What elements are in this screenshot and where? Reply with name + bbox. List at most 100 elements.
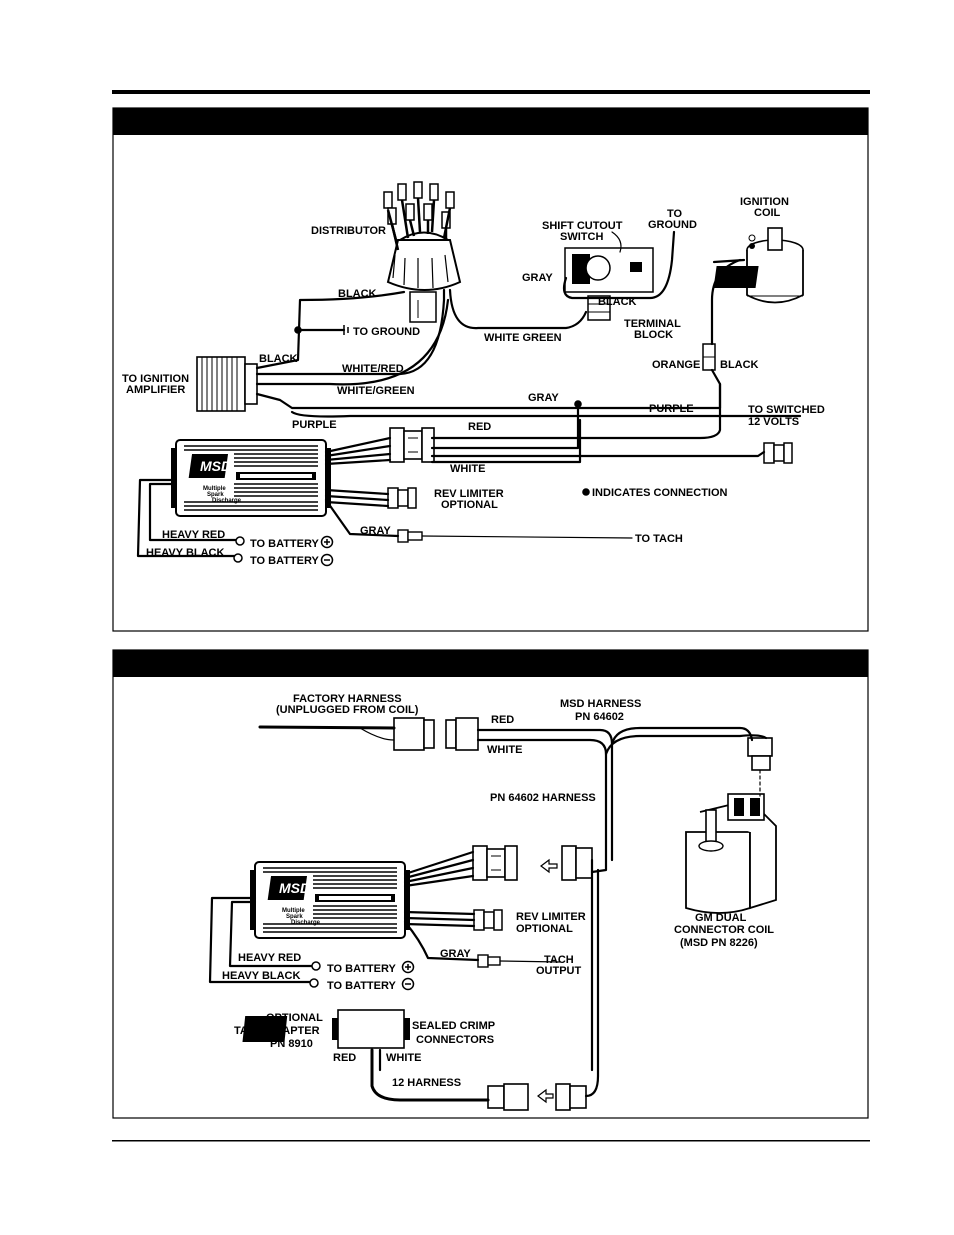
minus-icon-2 — [401, 977, 415, 991]
label-white-green-amp: WHITE/GREEN — [337, 385, 415, 397]
coil-connector-1 — [702, 343, 716, 371]
msd-box-line3: Discharge — [212, 498, 242, 504]
label-msd-harness-2: PN 64602 — [575, 711, 624, 723]
tach-adapter-logo: MSD — [360, 1022, 390, 1037]
arrow-left-icon — [537, 1088, 554, 1104]
label-gm-coil-1: GM DUAL — [695, 912, 747, 924]
label-factory-harness-2: (UNPLUGGED FROM COIL) — [276, 704, 419, 716]
battery-positive-terminal — [235, 536, 245, 546]
msd-box-2-line1: Multiple — [282, 908, 305, 914]
gm-dual-connector-coil — [685, 769, 777, 914]
tach-connector-1 — [397, 529, 423, 543]
label-to-ground-2a: TO — [667, 208, 683, 220]
label-optional-3: PN 8910 — [270, 1038, 313, 1050]
label-to-battery-pos-2: TO BATTERY — [327, 963, 397, 975]
rev-limiter-connector-1 — [387, 487, 417, 509]
ignition-amplifier — [196, 356, 258, 412]
label-sealed-2: CONNECTORS — [416, 1034, 494, 1046]
junction-dot — [582, 488, 590, 496]
label-msd-harness-1: MSD HARNESS — [560, 698, 641, 710]
label-gm-coil-3: (MSD PN 8226) — [680, 937, 758, 949]
label-purple-left: PURPLE — [292, 419, 337, 431]
label-tach-output-2: OUTPUT — [536, 965, 582, 977]
label-heavy-red: HEAVY RED — [162, 529, 225, 541]
label-factory-harness-1: FACTORY HARNESS — [293, 693, 402, 705]
diagram-1-panel: MSD Multiple Spark Discharge — [112, 107, 869, 632]
label-gray-tach: GRAY — [360, 525, 391, 537]
label-to-battery-neg: TO BATTERY — [250, 555, 320, 567]
shift-cutout-switch — [564, 247, 654, 321]
label-terminal-2: BLOCK — [634, 329, 673, 341]
top-rule — [112, 90, 870, 94]
label-optional-1: OPTIONAL — [266, 1012, 323, 1024]
label-heavy-red-2: HEAVY RED — [238, 952, 301, 964]
switched-12v-connector — [763, 442, 793, 464]
label-orange: ORANGE — [652, 359, 700, 371]
label-to-switched-2: 12 VOLTS — [748, 416, 799, 428]
label-tach-output-1: TACH — [544, 954, 574, 966]
label-gm-coil-2: CONNECTOR COIL — [674, 924, 774, 936]
msd-box-2-line2: Spark — [286, 914, 303, 920]
label-ignition-coil-2: COIL — [754, 207, 781, 219]
factory-harness-connector — [393, 717, 479, 751]
msd-ignition-box-2: MSD Multiple Spark Discharge — [249, 861, 411, 939]
label-white-2: WHITE — [487, 744, 522, 756]
battery-negative-terminal — [233, 553, 243, 563]
label-to-switched-1: TO SWITCHED — [748, 404, 825, 416]
ignition-coil — [713, 227, 804, 304]
junction-dot — [294, 326, 302, 334]
label-heavy-black-2: HEAVY BLACK — [222, 970, 300, 982]
diagram-1-wires — [136, 230, 802, 558]
tach-connector-2 — [477, 954, 501, 968]
bottom-rule — [112, 1140, 870, 1142]
label-shift-cutout-1: SHIFT CUTOUT — [542, 220, 623, 232]
minus-icon — [320, 553, 334, 567]
adapter-connector-right — [555, 1083, 587, 1111]
label-gray-2: GRAY — [440, 948, 471, 960]
plus-icon — [320, 535, 334, 549]
label-black-amp: BLACK — [259, 353, 298, 365]
diagram-1-title-bar — [113, 108, 868, 135]
label-white-red: WHITE/RED — [342, 363, 404, 375]
label-rev-limiter-2-1: REV LIMITER — [516, 911, 586, 923]
label-optional-2: TACH ADAPTER — [234, 1025, 320, 1037]
ground-icon — [343, 325, 349, 335]
label-rev-limiter-2-2: OPTIONAL — [516, 923, 573, 935]
label-shift-cutout-2: SWITCH — [560, 231, 603, 243]
msd-logo-2: MSD — [279, 880, 310, 896]
label-red-2: RED — [491, 714, 514, 726]
label-indicates-connection: INDICATES CONNECTION — [592, 487, 728, 499]
junction-dot — [574, 400, 582, 408]
label-to-ground-2b: GROUND — [648, 219, 697, 231]
label-gray-mid: GRAY — [528, 392, 559, 404]
label-ignition-coil-1: IGNITION — [740, 196, 789, 208]
label-gray-switch: GRAY — [522, 272, 553, 284]
label-white-adapter: WHITE — [386, 1052, 421, 1064]
label-white: WHITE — [450, 463, 485, 475]
label-black-switch: BLACK — [598, 296, 637, 308]
label-to-ground-1: TO GROUND — [353, 326, 420, 338]
main-connector-2 — [472, 845, 518, 881]
label-heavy-black: HEAVY BLACK — [146, 547, 224, 559]
label-sealed-1: SEALED CRIMP — [412, 1020, 495, 1032]
rev-limiter-connector-2 — [473, 909, 503, 931]
label-red-adapter: RED — [333, 1052, 356, 1064]
label-distributor: DISTRIBUTOR — [311, 225, 386, 237]
label-white-green-dist: WHITE GREEN — [484, 332, 562, 344]
label-to-ignition-2: AMPLIFIER — [126, 384, 185, 396]
diagram-2-panel: MSD Multiple Spark Discharge — [112, 649, 869, 1119]
diagram-2-title-bar — [113, 650, 868, 677]
distributor — [383, 181, 462, 323]
label-pn-harness: PN 64602 HARNESS — [490, 792, 596, 804]
diagram-2-wires — [208, 725, 768, 1102]
label-black-top: BLACK — [338, 288, 377, 300]
msd-logo: MSD — [200, 458, 231, 474]
diagram-2-labels: FACTORY HARNESS (UNPLUGGED FROM COIL) RE… — [222, 693, 774, 1089]
msd-ignition-box-1: MSD Multiple Spark Discharge — [170, 439, 332, 517]
label-to-ignition-1: TO IGNITION — [122, 373, 189, 385]
msd-box-2-line3: Discharge — [291, 920, 321, 926]
adapter-connector-left — [487, 1083, 529, 1111]
plus-icon-2 — [401, 960, 415, 974]
label-black-coil: BLACK — [720, 359, 759, 371]
